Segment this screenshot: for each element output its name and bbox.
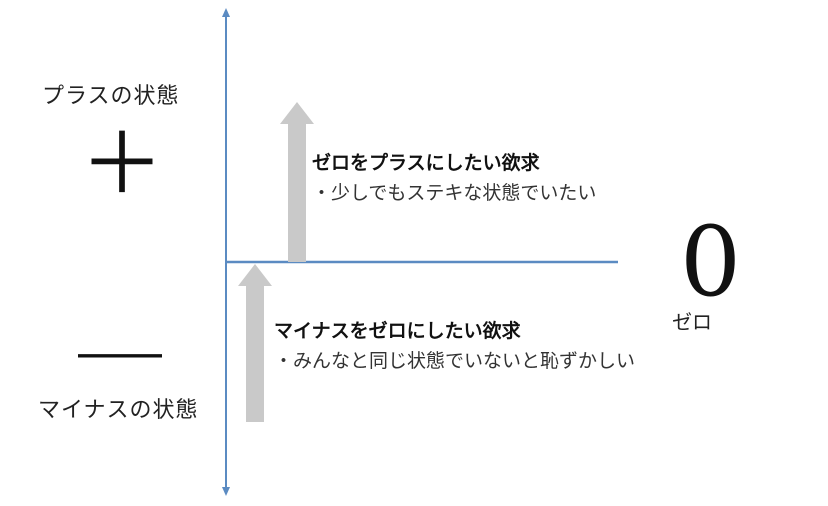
zero-symbol: 0 — [680, 206, 742, 318]
zero-label: ゼロ — [672, 310, 712, 334]
plus-sign: ＋ — [80, 115, 165, 213]
upper-desire-detail: ・少しでもステキな状態でいたい — [312, 182, 597, 204]
plus-state-label: プラスの状態 — [42, 84, 180, 109]
minus-sign: ― — [78, 301, 162, 399]
minus-state-label: マイナスの状態 — [38, 398, 199, 423]
lower-desire-arrow — [238, 264, 272, 422]
upper-desire-title: ゼロをプラスにしたい欲求 — [312, 152, 540, 174]
lower-desire-detail: ・みんなと同じ状態でいないと恥ずかしい — [274, 350, 636, 372]
vertical-axis — [222, 8, 230, 496]
upper-desire-arrow — [280, 102, 314, 262]
lower-desire-title: マイナスをゼロにしたい欲求 — [274, 320, 521, 342]
